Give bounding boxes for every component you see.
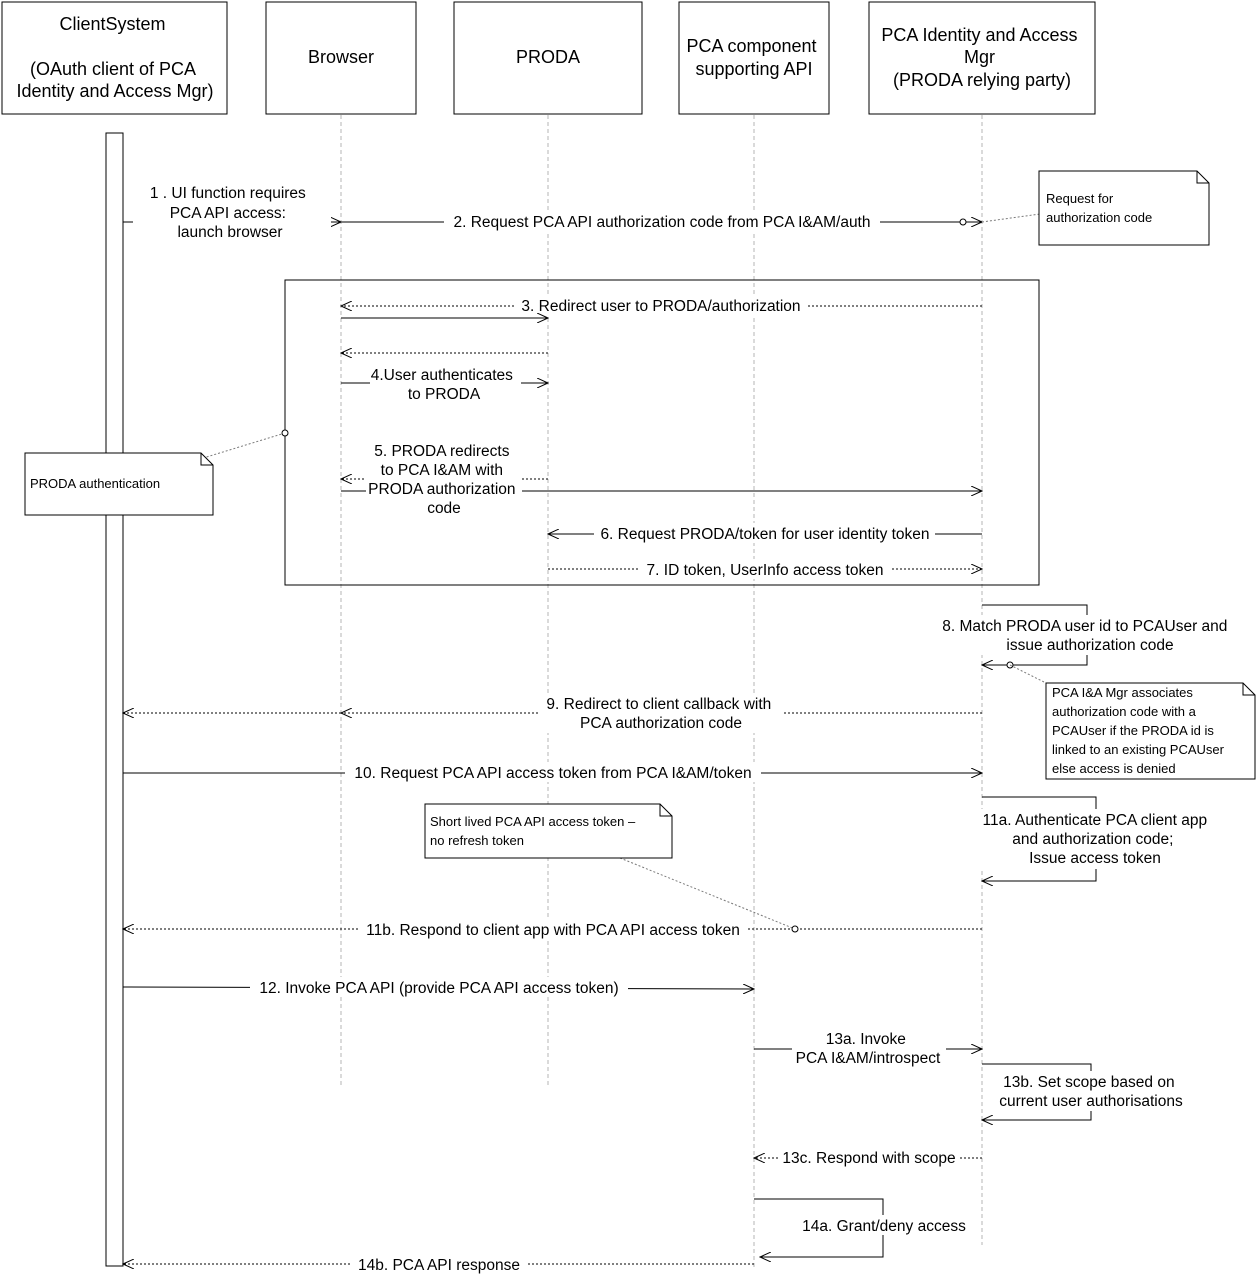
- message-9: 9. Redirect to client callback with PCA …: [123, 693, 982, 733]
- participant-client-label: ClientSystem (OAuth client of PCA Identi…: [16, 14, 213, 101]
- message-11b: 11b. Respond to client app with PCA API …: [123, 919, 982, 939]
- note-auth-code-request-text: Request for authorization code: [1046, 191, 1152, 225]
- message-10: 10. Request PCA API access token from PC…: [123, 762, 982, 782]
- message-7: 7. ID token, UserInfo access token: [548, 559, 982, 579]
- message-14a: 14a. Grant/deny access: [754, 1198, 971, 1257]
- lifelines: [340, 115, 983, 1270]
- message-1-label: 1 . UI function requires PCA API access:…: [150, 185, 310, 241]
- message-11a: 11a. Authenticate PCA client app and aut…: [977, 796, 1217, 881]
- message-5: 5. PRODA redirects to PCA I&AM with PROD…: [341, 440, 982, 518]
- message-1: 1 . UI function requires PCA API access:…: [123, 181, 341, 241]
- message-13a: 13a. Invoke PCA I&AM/introspect: [754, 1028, 982, 1068]
- note-associate-text: PCA I&A Mgr associates authorization cod…: [1052, 685, 1228, 776]
- message-4-label: 4.User authenticates to PRODA: [371, 367, 517, 403]
- participant-pca-api: PCA component supporting API: [678, 1, 830, 115]
- participant-pca-api-label: PCA component supporting API: [686, 36, 821, 79]
- message-11b-label: 11b. Respond to client app with PCA API …: [366, 922, 740, 939]
- message-6: 6. Request PRODA/token for user identity…: [548, 523, 982, 543]
- message-3-label: 3. Redirect user to PRODA/authorization: [521, 298, 800, 315]
- message-12: 12. Invoke PCA API (provide PCA API acce…: [122, 977, 754, 997]
- participant-proda-label: PRODA: [516, 47, 580, 67]
- participant-proda: PRODA: [453, 1, 643, 115]
- note-auth-code-request: Request for authorization code: [981, 170, 1210, 246]
- participant-browser: Browser: [265, 1, 417, 115]
- message-2: 2. Request PCA API authorization code fr…: [341, 211, 982, 231]
- message-7-label: 7. ID token, UserInfo access token: [647, 562, 884, 579]
- message-14a-label: 14a. Grant/deny access: [802, 1218, 966, 1235]
- message-12-label: 12. Invoke PCA API (provide PCA API acce…: [259, 980, 618, 997]
- message-13a-label: 13a. Invoke PCA I&AM/introspect: [796, 1031, 941, 1067]
- message-10-label: 10. Request PCA API access token from PC…: [354, 765, 751, 782]
- note-proda-auth: PRODA authentication: [24, 429, 289, 516]
- message-9-label: 9. Redirect to client callback with PCA …: [546, 696, 775, 732]
- message-13b-label: 13b. Set scope based on current user aut…: [999, 1074, 1183, 1110]
- participant-client: ClientSystem (OAuth client of PCA Identi…: [1, 1, 228, 115]
- client-activation-bar: [105, 132, 124, 1267]
- participant-browser-label: Browser: [308, 47, 374, 67]
- message-8-label: 8. Match PRODA user id to PCAUser and is…: [942, 618, 1231, 654]
- note-short-lived: Short lived PCA API access token – no re…: [424, 803, 799, 933]
- participant-iam-label: PCA Identity and Access Mgr (PRODA relyi…: [881, 25, 1082, 90]
- message-8: 8. Match PRODA user id to PCAUser and is…: [937, 604, 1237, 668]
- message-2-label: 2. Request PCA API authorization code fr…: [453, 214, 870, 231]
- message-3: 3. Redirect user to PRODA/authorization: [341, 295, 982, 315]
- message-6-label: 6. Request PRODA/token for user identity…: [600, 526, 929, 543]
- message-13b: 13b. Set scope based on current user aut…: [982, 1063, 1188, 1120]
- message-14b-label: 14b. PCA API response: [358, 1257, 520, 1274]
- message-5-label: 5. PRODA redirects to PCA I&AM with PROD…: [368, 443, 520, 517]
- participant-iam: PCA Identity and Access Mgr (PRODA relyi…: [868, 1, 1096, 115]
- note-short-lived-text: Short lived PCA API access token – no re…: [430, 814, 639, 848]
- message-11a-label: 11a. Authenticate PCA client app and aut…: [983, 812, 1212, 867]
- note-proda-auth-text: PRODA authentication: [30, 476, 160, 491]
- message-4: 4.User authenticates to PRODA: [341, 364, 548, 404]
- message-13c-label: 13c. Respond with scope: [782, 1150, 955, 1167]
- message-13c: 13c. Respond with scope: [754, 1147, 982, 1167]
- message-14b: 14b. PCA API response: [123, 1254, 754, 1274]
- note-associate: PCA I&A Mgr associates authorization cod…: [1009, 664, 1256, 780]
